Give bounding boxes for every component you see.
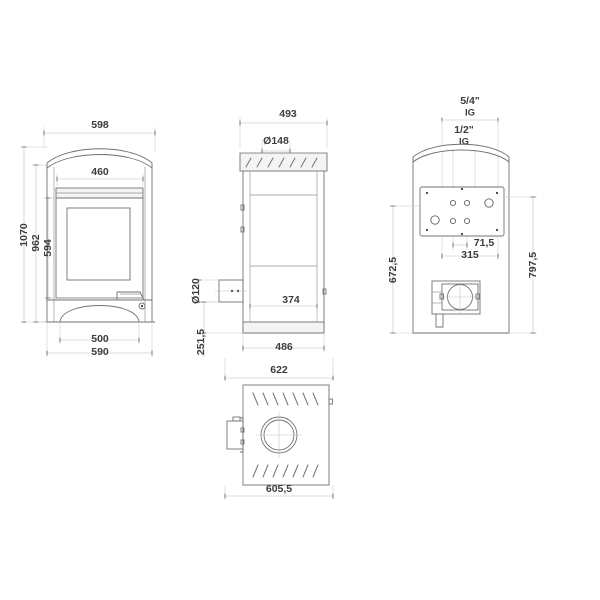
top-dim-622: 622 (224, 358, 334, 381)
side-grille-hatching (245, 157, 318, 168)
front-598-label: 598 (91, 119, 109, 131)
front-door (55, 197, 144, 299)
rear-view: 5/4" IG 1/2" IG (387, 95, 539, 334)
top-622-label: 622 (270, 364, 288, 376)
side-view: 493 Ø148 (190, 108, 328, 357)
side-dim-486: 486 (242, 333, 325, 353)
rear-12-ig-label: IG (459, 137, 469, 148)
rear-6725-label: 672,5 (387, 257, 399, 283)
side-d120-label: Ø120 (190, 278, 202, 304)
front-body-outline (44, 148, 155, 323)
rear-connection-54: 5/4" IG (441, 95, 499, 202)
side-dim-493: 493 (239, 108, 328, 148)
front-962-label: 962 (30, 234, 42, 252)
side-body-outline (242, 171, 325, 334)
rear-12-label: 1/2" (454, 124, 474, 136)
front-dim-590: 590 (46, 322, 153, 358)
front-control-knob (138, 302, 146, 310)
front-dim-594: 594 (42, 197, 56, 299)
rear-mounting-plate (419, 186, 505, 237)
rear-dim-715: 71,5 (452, 236, 495, 250)
front-594-label: 594 (42, 239, 54, 257)
rear-315-label: 315 (461, 249, 479, 261)
front-view: 598 (18, 119, 156, 358)
top-right-tab (328, 398, 333, 405)
rear-blower-opening (431, 280, 481, 328)
top-hatching-lower (252, 464, 319, 478)
rear-dim-6725: 672,5 (387, 205, 420, 334)
side-486-label: 486 (275, 341, 293, 353)
side-493-label: 493 (279, 108, 297, 120)
top-6055-label: 605,5 (266, 483, 292, 495)
side-dim-2515: 251,5 (195, 301, 243, 357)
side-dim-d120: Ø120 (190, 278, 219, 304)
front-460-label: 460 (91, 166, 109, 178)
side-air-inlet (215, 278, 247, 305)
side-374-label: 374 (282, 294, 300, 306)
side-d148-label: Ø148 (263, 135, 289, 147)
side-dim-d148: Ø148 (261, 135, 291, 154)
side-latch-marks (240, 204, 327, 295)
rear-715-label: 71,5 (474, 237, 495, 249)
side-dim-374: 374 (249, 294, 318, 322)
top-hatching-upper (252, 392, 319, 406)
front-dim-598: 598 (43, 119, 156, 152)
front-dim-1070: 1070 (18, 146, 47, 323)
rear-dim-7975: 797,5 (504, 196, 539, 334)
front-top-grille (55, 187, 144, 199)
rear-7975-label: 797,5 (527, 252, 539, 278)
side-top-grille (239, 152, 328, 172)
side-2515-label: 251,5 (195, 329, 207, 355)
front-dim-500: 500 (59, 322, 140, 345)
top-air-inlet (226, 416, 245, 453)
top-flue-collar (256, 412, 302, 458)
front-1070-label: 1070 (18, 223, 30, 247)
top-dim-6055: 605,5 (224, 483, 334, 500)
rear-body-outline (412, 143, 510, 334)
front-500-label: 500 (91, 333, 109, 345)
front-dim-962: 962 (30, 164, 47, 323)
front-590-label: 590 (91, 346, 109, 358)
rear-54-label: 5/4" (460, 95, 480, 107)
rear-dim-315: 315 (441, 236, 499, 261)
top-view: 622 (224, 358, 334, 500)
front-door-handle (116, 291, 145, 301)
front-dim-460: 460 (56, 166, 144, 186)
rear-54-ig-label: IG (465, 108, 475, 119)
